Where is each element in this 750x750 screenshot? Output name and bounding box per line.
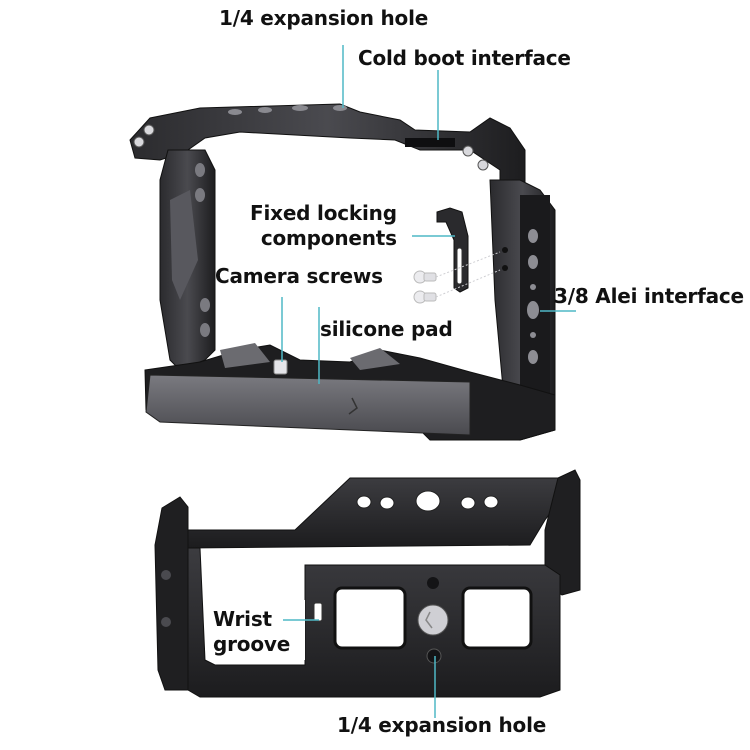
fixed-locking-component bbox=[436, 207, 469, 293]
leader-lines bbox=[281, 45, 576, 718]
label-bottom-expansion-hole: 1/4 expansion hole bbox=[337, 713, 547, 737]
cold-shoe-slot bbox=[405, 138, 455, 147]
label-wrist-groove-line2: groove bbox=[213, 632, 291, 656]
label-alei-interface: 3/8 Alei interface bbox=[554, 284, 744, 308]
label-silicone-pad: silicone pad bbox=[320, 317, 453, 341]
label-top-expansion-hole: 1/4 expansion hole bbox=[219, 6, 429, 30]
camera-screws bbox=[413, 251, 501, 304]
label-wrist-groove-line1: Wrist bbox=[213, 607, 272, 631]
bottom-cage bbox=[154, 469, 581, 698]
label-cold-boot-interface: Cold boot interface bbox=[358, 46, 571, 70]
label-fixed-locking-line2: components bbox=[260, 226, 397, 250]
label-camera-screws: Camera screws bbox=[215, 264, 383, 288]
top-cage bbox=[129, 103, 556, 441]
label-wrist-groove: Wrist groove bbox=[213, 607, 290, 657]
label-fixed-locking-components: Fixed locking components bbox=[250, 201, 397, 251]
label-fixed-locking-line1: Fixed locking bbox=[250, 201, 397, 225]
